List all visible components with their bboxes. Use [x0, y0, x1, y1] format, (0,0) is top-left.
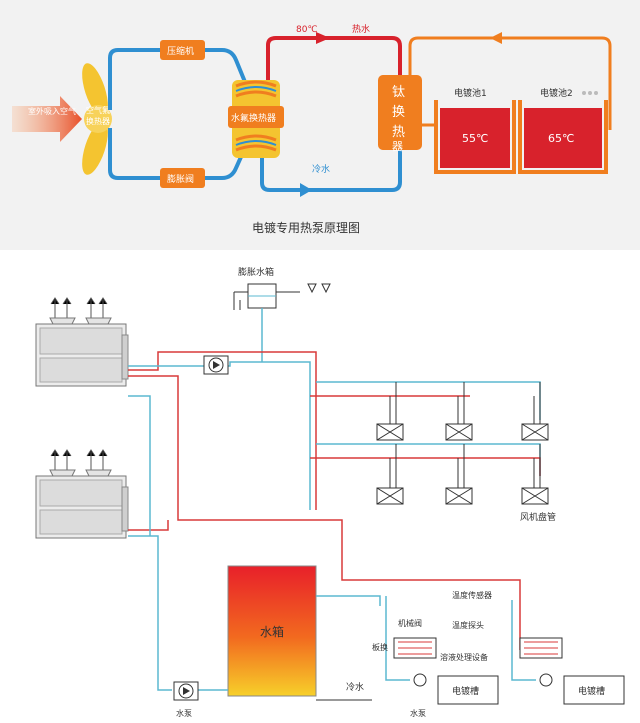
cold-water-label: 冷水	[312, 163, 330, 175]
fan-coil-unit	[521, 382, 549, 441]
plate-exchanger-2	[519, 637, 563, 659]
bottom-diagram: 膨胀水箱	[35, 266, 625, 718]
plating-tank-box-1	[437, 675, 499, 705]
water-tank	[227, 565, 317, 697]
expansion-tank-label: 膨胀水箱	[238, 266, 274, 278]
dot-icon	[588, 91, 592, 95]
refrigerant-line-2	[205, 48, 247, 83]
small-pump-icon[interactable]	[413, 673, 427, 687]
pump-under-label: 水泵	[410, 708, 426, 718]
return-pipe	[128, 375, 380, 581]
hot-arrow-icon	[316, 32, 330, 44]
fan-coil-unit	[376, 444, 404, 505]
fan-coil-header-hot-2	[316, 443, 541, 476]
solution-equipment-label: 溶液处理设备	[440, 652, 488, 662]
plating-tank-label-1: 电镀槽	[452, 685, 479, 697]
ti-char-1: 钛	[392, 85, 405, 100]
plating-cold-pipe-2	[511, 600, 536, 681]
water-fluor-exchanger-label: 水氟换热器	[231, 112, 276, 124]
pump-icon[interactable]	[203, 355, 229, 375]
plating-hot-pipe	[380, 579, 521, 650]
tank-loop-line	[408, 36, 612, 130]
air-exchanger-label-2: 换热器	[86, 116, 110, 126]
cold-arrow-icon	[300, 183, 312, 197]
outdoor-air-label: 室外吸入空气	[28, 106, 76, 116]
hot-water-line	[266, 36, 402, 80]
refrigerant-cold-line	[108, 128, 160, 180]
plate-exchanger-label: 板换	[372, 642, 388, 652]
water-pump-label: 水泵	[176, 708, 192, 718]
temp-probe-label: 温度探头	[452, 620, 484, 630]
plating-tank-label-2: 电镀槽	[578, 685, 605, 697]
tank1-label: 电镀池1	[454, 87, 487, 99]
mech-valve-label: 机械阀	[398, 618, 422, 628]
temp-80-label: 80℃	[296, 25, 318, 35]
return-cold-pipe	[128, 361, 311, 510]
small-pump-icon[interactable]	[539, 673, 553, 687]
ti-exchanger-box	[378, 75, 422, 150]
temp-sensor-label: 温度传感器	[452, 590, 492, 600]
hot-water-label: 热水	[352, 23, 370, 35]
fan-coil-label: 风机盘管	[520, 511, 556, 523]
tank1-temp: 55℃	[462, 132, 488, 145]
top-diagram: 室外吸入空气 空气氟 换热器 压缩机 膨胀阀	[12, 23, 612, 235]
dot-icon	[582, 91, 586, 95]
supply-pipe	[128, 351, 317, 510]
outdoor-air-arrow	[12, 96, 82, 142]
refrigerant-hot-line	[108, 48, 160, 110]
expansion-valve-label: 膨胀阀	[167, 173, 194, 185]
compressor-label: 压缩机	[167, 45, 194, 57]
ti-char-2: 换	[392, 105, 405, 120]
fan-coil-unit	[445, 382, 473, 441]
plate-exchanger-1	[393, 637, 437, 659]
cold-water-line	[260, 150, 402, 192]
tank2-temp: 65℃	[548, 132, 574, 145]
fan-coil-header-cold-2	[310, 457, 541, 476]
valve-marks	[307, 283, 331, 294]
tank2-label: 电镀池2	[540, 87, 573, 99]
plating-tank-box-2	[563, 675, 625, 705]
ti-char-3: 热	[392, 125, 405, 140]
ti-char-4: 器	[392, 140, 403, 153]
fan-coil-header-hot-1	[316, 381, 541, 420]
plating-tank-1	[434, 100, 516, 174]
cold-water-inlet-label: 冷水	[346, 681, 364, 693]
refrigerant-line-4	[205, 147, 247, 180]
unit1-cold-pipe	[128, 395, 151, 536]
water-tank-label: 水箱	[260, 624, 284, 639]
plating-cold-pipe	[385, 596, 410, 681]
dot-icon	[594, 91, 598, 95]
air-exchanger-label-1: 空气氟	[86, 105, 110, 115]
unit2-hot-pipe	[128, 520, 169, 531]
fan-coil-unit	[521, 444, 549, 505]
top-title: 电镀专用热泵原理图	[252, 220, 360, 235]
heat-pump-unit-2	[35, 449, 129, 539]
tank-outlet-pipe	[316, 595, 381, 606]
unit2-cold-pipe	[128, 535, 172, 691]
compressor-box	[160, 40, 205, 60]
tank-arrow-icon	[490, 32, 502, 44]
coil-exchanger	[228, 80, 284, 158]
fan-coil-unit	[445, 444, 473, 505]
fan-coil-unit	[376, 382, 404, 441]
water-pump-icon[interactable]	[173, 681, 199, 701]
expansion-valve-box	[160, 168, 205, 188]
plating-tank-2	[518, 100, 608, 174]
fan-icon	[82, 63, 112, 175]
heat-pump-unit-1	[35, 297, 129, 387]
